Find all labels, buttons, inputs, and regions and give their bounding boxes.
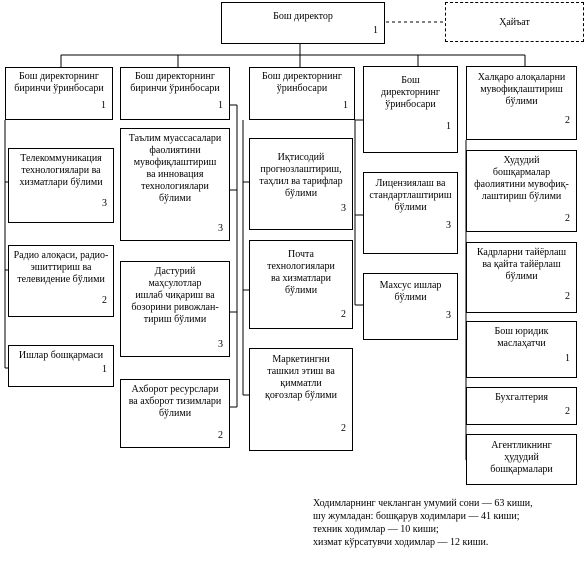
accounting-number: 2 [565,406,570,417]
telecom-department-number: 3 [102,198,107,209]
first-deputy-2-number: 1 [218,100,223,111]
education-innovation-department-number: 3 [218,223,223,234]
personnel-training-department-title: Кадрларни тайёрлаш ва қайта тайёрлаш бўл… [476,247,567,282]
deputy-4-title: Бош директорнинг ўринбосари [381,75,440,110]
special-affairs-department-box: Махсус ишлар бўлими 3 [363,273,458,340]
first-deputy-1-title: Бош директорнинг биринчи ўринбосари [14,71,104,94]
deputy-4-box: Бош директорнинг ўринбосари 1 [363,66,458,153]
chief-legal-advisor-title: Бош юридик маслаҳатчи [494,326,549,349]
chief-legal-advisor-box: Бош юридик маслаҳатчи 1 [466,321,577,378]
board-title: Ҳайъат [499,17,530,28]
director-box: Бош директор 1 [221,2,385,44]
education-innovation-department-box: Таълим муассасалари фаолиятини мувофиқла… [120,128,230,241]
first-deputy-1-number: 1 [101,100,106,111]
education-innovation-department-title: Таълим муассасалари фаолиятини мувофиқла… [128,133,222,204]
regional-coordination-department-box: Худудий бошқармалар фаолиятини мувофиқ- … [466,150,577,232]
staff-count-note: Ходимларнинг чекланган умумий сони — 63 … [313,498,533,548]
marketing-securities-department-number: 2 [341,423,346,434]
licensing-standards-department-number: 3 [446,220,451,231]
regional-offices-title: Агентликнинг ҳудудий бошқармалари [490,440,553,475]
special-affairs-department-number: 3 [446,310,451,321]
marketing-securities-department-box: Маркетингни ташкил этиш ва қимматли қоғо… [249,348,353,451]
software-department-box: Дастурий маҳсулотлар ишлаб чиқариш ва бо… [120,261,230,357]
intl-relations-department-title: Халқаро алоқаларни мувофиқлаштириш бўлим… [477,72,566,107]
personnel-training-department-number: 2 [565,291,570,302]
radio-department-title: Радио алоқаси, радио- эшиттириш ва телев… [13,250,109,285]
licensing-standards-department-title: Лицензиялаш ва стандартлаштириш бўлими [369,178,452,213]
deputy-4-number: 1 [446,121,451,132]
postal-department-box: Почта технологиялари ва хизматлари бўлим… [249,240,353,329]
economic-forecasting-department-title: Иқтисодий прогнозлаштириш, таҳлил ва тар… [259,152,343,199]
affairs-administration-box: Ишлар бошқармаси 1 [8,345,114,387]
deputy-3-number: 1 [343,100,348,111]
director-title: Бош директор [273,11,333,22]
telecom-department-box: Телекоммуникация технологиялари ва хизма… [8,148,114,223]
deputy-3-box: Бош директорнинг ўринбосари 1 [249,67,355,120]
economic-forecasting-department-number: 3 [341,203,346,214]
info-resources-department-title: Ахборот ресурслари ва ахборот тизимлари … [128,384,222,419]
economic-forecasting-department-box: Иқтисодий прогнозлаштириш, таҳлил ва тар… [249,138,353,230]
board-box: Ҳайъат [445,2,584,42]
affairs-administration-title: Ишлар бошқармаси [18,350,104,361]
info-resources-department-number: 2 [218,430,223,441]
software-department-title: Дастурий маҳсулотлар ишлаб чиқариш ва бо… [131,266,219,325]
intl-relations-department-box: Халқаро алоқаларни мувофиқлаштириш бўлим… [466,66,577,140]
info-resources-department-box: Ахборот ресурслари ва ахборот тизимлари … [120,379,230,448]
first-deputy-2-title: Бош директорнинг биринчи ўринбосари [130,71,220,94]
intl-relations-department-number: 2 [565,115,570,126]
radio-department-box: Радио алоқаси, радио- эшиттириш ва телев… [8,245,114,317]
deputy-3-title: Бош директорнинг ўринбосари [262,71,342,94]
first-deputy-1-box: Бош директорнинг биринчи ўринбосари 1 [5,67,113,120]
radio-department-number: 2 [102,295,107,306]
regional-coordination-department-title: Худудий бошқармалар фаолиятини мувофиқ- … [474,155,569,202]
accounting-title: Бухгалтерия [495,392,548,403]
personnel-training-department-box: Кадрларни тайёрлаш ва қайта тайёрлаш бўл… [466,242,577,313]
chief-legal-advisor-number: 1 [565,353,570,364]
postal-department-number: 2 [341,309,346,320]
software-department-number: 3 [218,339,223,350]
telecom-department-title: Телекоммуникация технологиялари ва хизма… [19,153,103,188]
postal-department-title: Почта технологиялари ва хизматлари бўлим… [267,249,335,296]
licensing-standards-department-box: Лицензиялаш ва стандартлаштириш бўлими 3 [363,172,458,254]
marketing-securities-department-title: Маркетингни ташкил этиш ва қимматли қоғо… [265,354,337,401]
regional-offices-box: Агентликнинг ҳудудий бошқармалари [466,434,577,485]
first-deputy-2-box: Бош директорнинг биринчи ўринбосари 1 [120,67,230,120]
regional-coordination-department-number: 2 [565,213,570,224]
affairs-administration-number: 1 [102,364,107,375]
accounting-box: Бухгалтерия 2 [466,387,577,425]
special-affairs-department-title: Махсус ишлар бўлими [379,280,442,303]
director-number: 1 [373,25,378,36]
